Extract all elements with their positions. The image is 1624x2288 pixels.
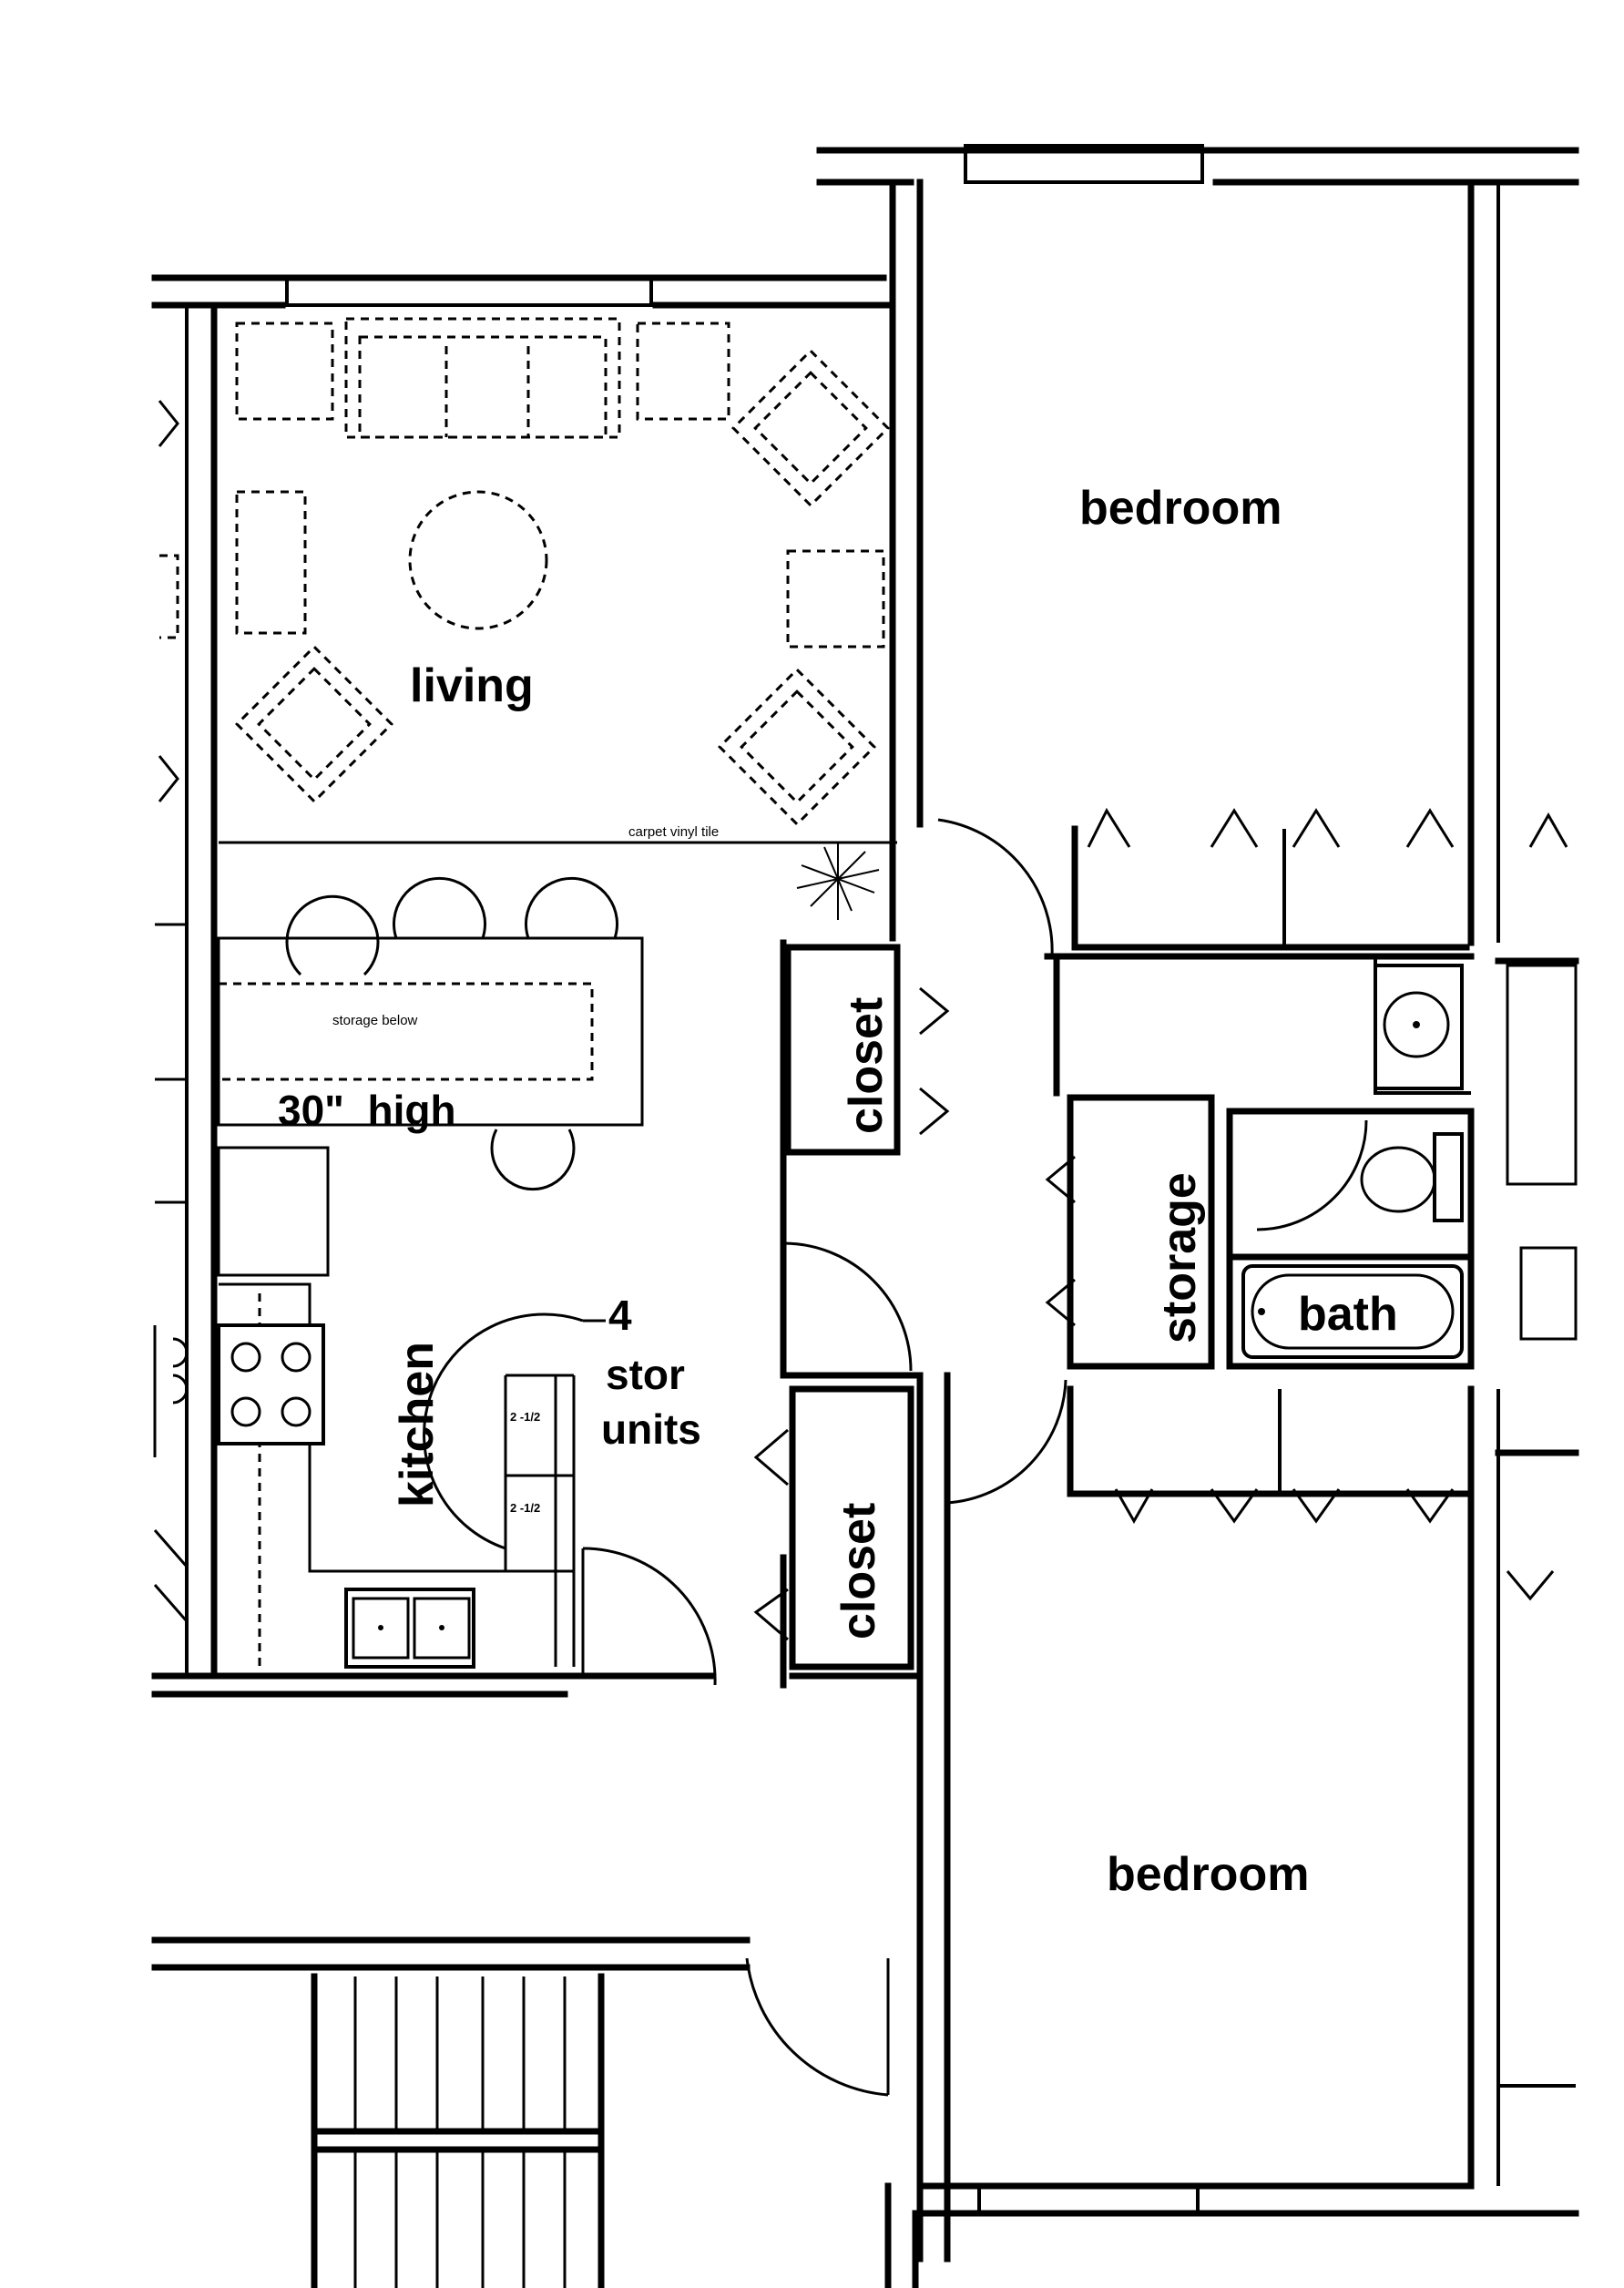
label-30-high: 30" high <box>278 1087 456 1134</box>
label-closet-lower: closet <box>832 1503 885 1639</box>
living-furniture <box>235 317 890 826</box>
label-bath: bath <box>1298 1288 1398 1341</box>
door-bottom-bedroom <box>946 1379 1067 1505</box>
light-fixture-icon <box>796 843 880 920</box>
label-living: living <box>410 659 534 712</box>
closet-doors <box>158 400 1568 1641</box>
kitchen-cabinets <box>217 1146 606 1669</box>
stairs <box>311 1973 919 2288</box>
label-bedroom-top: bedroom <box>1079 482 1282 535</box>
window-bottom-bedroom <box>977 2184 1200 2215</box>
label-carpet-vinyl: carpet vinyl tile <box>628 824 719 840</box>
door-corridor <box>745 1957 889 2097</box>
door-bath <box>1256 1119 1368 1231</box>
label-stor-units-word: stor <box>606 1351 685 1398</box>
label-closet-upper: closet <box>840 997 893 1134</box>
hall-door <box>782 1241 913 1372</box>
bath-fixtures <box>1241 964 1464 1359</box>
kitchen-island <box>217 876 644 1191</box>
adjacent-unit <box>153 554 1578 1622</box>
label-storage-below: storage below <box>332 1013 418 1028</box>
sink-icon <box>344 1588 475 1669</box>
label-bedroom-bottom: bedroom <box>1107 1848 1309 1901</box>
label-unit-b: 2 -1/2 <box>510 1501 540 1515</box>
stove-icon <box>217 1323 325 1445</box>
entry-door-kitchen <box>582 1547 717 1686</box>
bathtub-icon <box>1241 1264 1464 1359</box>
label-stor-units-count: 4 <box>608 1292 632 1339</box>
toilet-icon <box>1360 1146 1436 1213</box>
door-top-bedroom <box>937 818 1054 957</box>
window-living <box>285 276 653 307</box>
walls <box>151 144 1579 2262</box>
label-storage: storage <box>1153 1172 1206 1343</box>
label-unit-a: 2 -1/2 <box>510 1410 540 1424</box>
label-kitchen: kitchen <box>391 1342 444 1507</box>
toilet-tank-icon <box>1433 1132 1464 1222</box>
window-top-bedroom <box>964 144 1204 184</box>
label-stor-units-units: units <box>601 1405 701 1453</box>
